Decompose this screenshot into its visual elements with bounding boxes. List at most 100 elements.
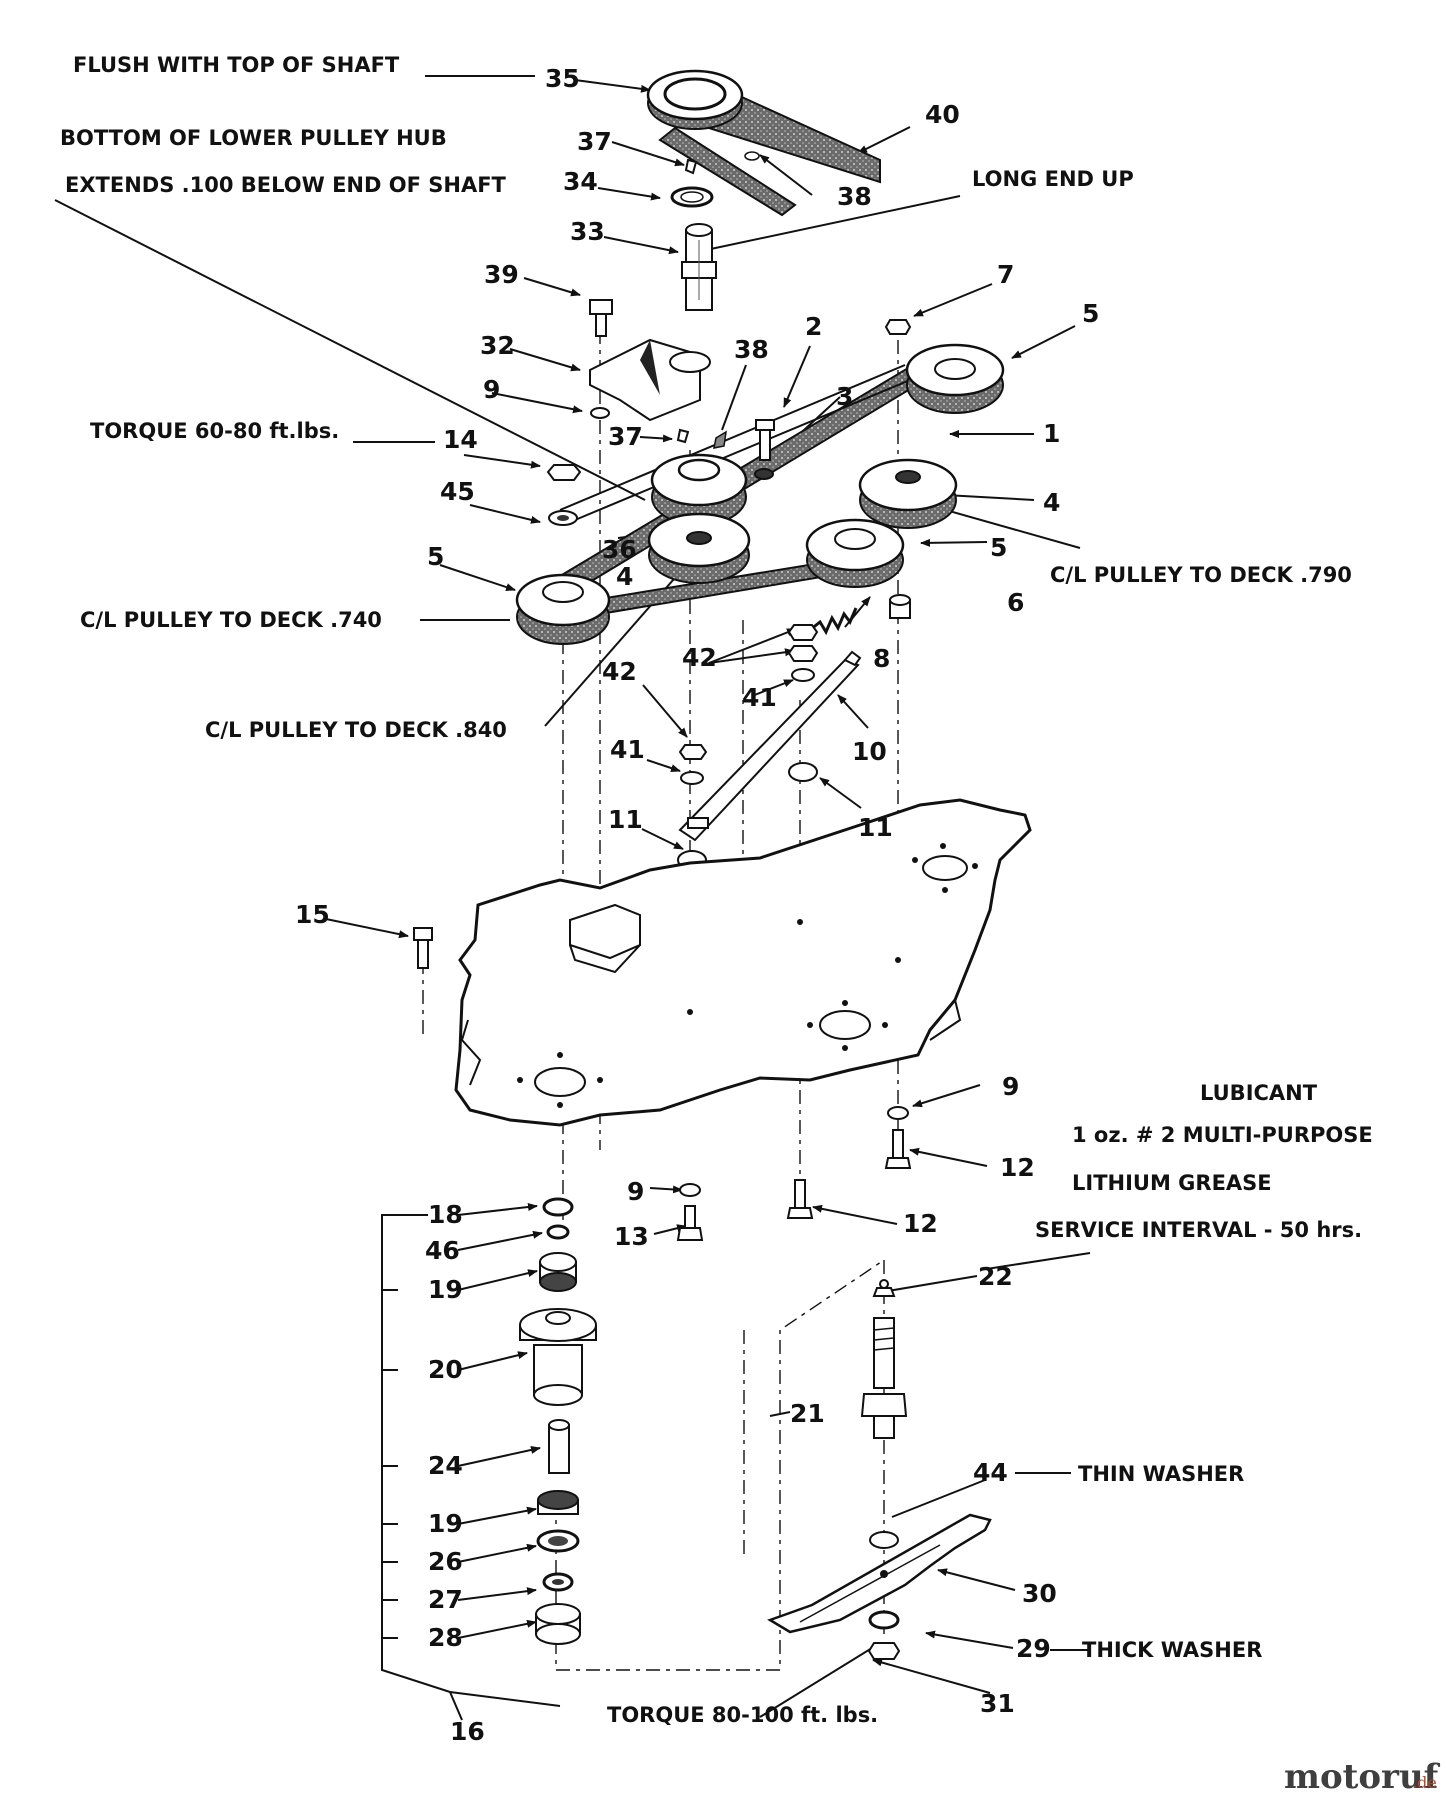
pulley-4-center <box>647 512 751 584</box>
callout-46: 46 <box>425 1236 460 1265</box>
callout-45: 45 <box>440 477 475 506</box>
callout-41-lower: 41 <box>610 735 645 764</box>
note-torque-60-80: TORQUE 60-80 ft.lbs. <box>90 419 339 443</box>
washer-9-right <box>887 1106 909 1120</box>
key-37-lower <box>676 428 690 444</box>
bearing-19-upper <box>539 1252 577 1292</box>
nut-7 <box>884 319 912 335</box>
callout-19-upper: 19 <box>428 1275 463 1304</box>
nut-42-upper <box>787 624 819 641</box>
seal-26 <box>536 1529 580 1553</box>
watermark: motoruf .de <box>1284 1757 1441 1797</box>
callout-27: 27 <box>428 1585 463 1614</box>
nut-31 <box>867 1642 901 1660</box>
washer-41-lower <box>680 771 704 785</box>
housing-20 <box>519 1308 597 1406</box>
callout-14: 14 <box>443 425 478 454</box>
watermark-brand: motoruf <box>1284 1757 1441 1797</box>
notes: FLUSH WITH TOP OF SHAFT BOTTOM OF LOWER … <box>60 53 1373 1727</box>
callout-42-upper: 42 <box>682 643 717 672</box>
shaft-21 <box>860 1317 908 1439</box>
nut-42-lower <box>678 744 708 760</box>
idler-arm-10 <box>678 650 862 842</box>
washer-46 <box>546 1224 570 1240</box>
callout-20: 20 <box>428 1355 463 1384</box>
pulley-5-right-lower <box>805 518 905 588</box>
callout-12-right: 12 <box>1000 1153 1035 1182</box>
bolt-13 <box>676 1205 704 1241</box>
callout-38-upper: 38 <box>837 182 872 211</box>
bolt-12-center <box>786 1179 814 1219</box>
shaft-33 <box>681 223 717 311</box>
callout-4-right: 4 <box>1043 488 1060 517</box>
note-cl-pulley-740: C/L PULLEY TO DECK .740 <box>80 608 382 632</box>
bolt-2 <box>755 419 775 461</box>
bolt-39 <box>589 299 613 337</box>
washer-3 <box>754 468 774 480</box>
washer-45 <box>548 510 578 526</box>
callout-6: 6 <box>1007 588 1024 617</box>
callout-41-upper: 41 <box>742 683 777 712</box>
callout-9-upper: 9 <box>483 375 500 404</box>
callout-8: 8 <box>873 644 890 673</box>
note-cl-pulley-790: C/L PULLEY TO DECK .790 <box>1050 563 1352 587</box>
washer-27 <box>542 1572 574 1592</box>
washer-29-thick <box>868 1610 900 1630</box>
callout-9-lower: 9 <box>627 1177 644 1206</box>
callout-11-left: 11 <box>608 805 643 834</box>
nut-42-middle <box>787 645 819 662</box>
watermark-suffix: .de <box>1412 1773 1437 1792</box>
callout-18: 18 <box>428 1200 463 1229</box>
washer-9-upper <box>590 407 610 419</box>
note-lubricant-amount: 1 oz. # 2 MULTI-PURPOSE <box>1072 1123 1373 1147</box>
washer-18 <box>542 1197 574 1217</box>
callout-44: 44 <box>973 1458 1008 1487</box>
callout-10: 10 <box>852 737 887 766</box>
nut-14 <box>546 464 582 481</box>
spacer-6 <box>889 594 911 619</box>
callout-2: 2 <box>805 312 822 341</box>
note-extends-below-end-of-shaft: EXTENDS .100 BELOW END OF SHAFT <box>65 173 507 197</box>
callout-31: 31 <box>980 1689 1015 1718</box>
note-torque-80-100: TORQUE 80-100 ft. lbs. <box>607 1703 878 1727</box>
callout-28: 28 <box>428 1623 463 1652</box>
spacer-24 <box>548 1419 570 1474</box>
callout-36: 36 <box>602 535 637 564</box>
callout-5-left: 5 <box>427 542 444 571</box>
callout-34: 34 <box>563 167 598 196</box>
note-thin-washer: THIN WASHER <box>1078 1462 1244 1486</box>
callout-22: 22 <box>978 1262 1013 1291</box>
callout-4-center: 4 <box>616 562 633 591</box>
grease-fitting-22 <box>872 1279 896 1297</box>
callout-5-right: 5 <box>990 533 1007 562</box>
callout-11-right: 11 <box>858 813 893 842</box>
callout-35: 35 <box>545 64 580 93</box>
callout-1: 1 <box>1043 419 1060 448</box>
callout-37-upper: 37 <box>577 127 612 156</box>
washer-9-lower <box>679 1183 701 1197</box>
pulley-4-right <box>858 458 958 529</box>
callout-15: 15 <box>295 900 330 929</box>
washer-11-right <box>788 762 818 782</box>
callout-39: 39 <box>484 260 519 289</box>
callout-16: 16 <box>450 1717 485 1746</box>
pulley-5-right-upper <box>905 343 1005 414</box>
seal-28 <box>535 1603 581 1645</box>
note-lubricant-type: LITHIUM GREASE <box>1072 1171 1272 1195</box>
callout-42-lower: 42 <box>602 657 637 686</box>
note-lubricant-title: LUBICANT <box>1200 1081 1318 1105</box>
callout-13: 13 <box>614 1222 649 1251</box>
bearing-19-lower <box>537 1490 579 1515</box>
callout-30: 30 <box>1022 1579 1057 1608</box>
note-flush-with-top-of-shaft: FLUSH WITH TOP OF SHAFT <box>73 53 400 77</box>
callout-3: 3 <box>836 382 853 411</box>
callout-5-top: 5 <box>1082 299 1099 328</box>
pulley-35 <box>646 69 760 161</box>
callout-37-lower: 37 <box>608 422 643 451</box>
bracket-32 <box>589 338 711 422</box>
note-service-interval: SERVICE INTERVAL - 50 hrs. <box>1035 1218 1362 1242</box>
note-thick-washer: THICK WASHER <box>1082 1638 1262 1662</box>
callout-40: 40 <box>925 100 960 129</box>
pulley-5-left <box>515 573 611 645</box>
